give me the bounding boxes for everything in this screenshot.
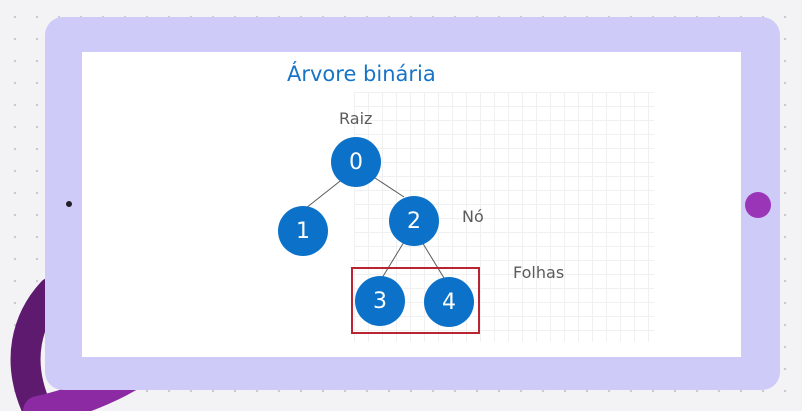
home-button (745, 192, 771, 218)
tree-node-2-label: 2 (407, 208, 421, 234)
camera-dot (66, 201, 72, 207)
tree-edges (305, 175, 445, 279)
tree-node-2: 2 (389, 196, 439, 246)
tree-node-4-label: 4 (442, 289, 456, 315)
edge-2-4 (421, 241, 445, 279)
node-label: Nó (462, 207, 484, 226)
edge-0-2 (371, 175, 405, 198)
tree-node-4: 4 (424, 277, 474, 327)
tablet-screen: Árvore binária Raiz Nó Folhas 0 1 2 3 4 (82, 52, 741, 357)
tree-node-3-label: 3 (373, 288, 387, 314)
tree-node-3: 3 (355, 276, 405, 326)
tree-node-1: 1 (278, 206, 328, 256)
edge-2-3 (381, 241, 405, 279)
diagram-title: Árvore binária (287, 62, 436, 86)
tree-node-0-label: 0 (349, 149, 363, 175)
leaves-highlight-box (351, 267, 480, 334)
root-label: Raiz (339, 109, 373, 128)
tree-node-0: 0 (331, 137, 381, 187)
edge-0-1 (305, 177, 345, 209)
tree-node-1-label: 1 (296, 218, 310, 244)
leaves-label: Folhas (513, 263, 565, 282)
